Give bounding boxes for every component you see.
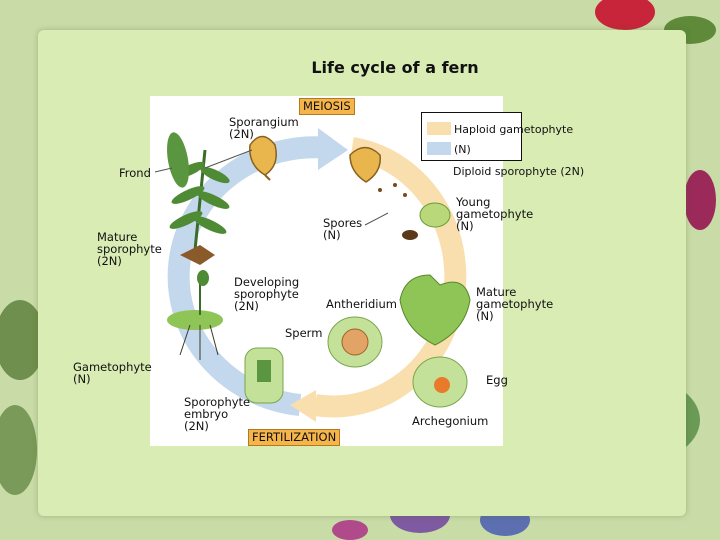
- sporophyte-embryo-label: Sporophyte embryo (2N): [184, 395, 251, 433]
- bg-palm: [0, 300, 45, 380]
- mature-gametophyte-icon: [399, 274, 471, 346]
- spores-label: Spores (N): [323, 216, 363, 242]
- antheridium-icon: [327, 316, 383, 368]
- young-gametophyte-label: Young gametophyte (N): [456, 195, 534, 233]
- sporangium-icon: [249, 135, 277, 181]
- egg-label: Egg: [486, 373, 508, 387]
- bg-flower-pink: [684, 170, 716, 230]
- young-gametophyte-icon: [402, 202, 451, 240]
- spores-leader: [364, 212, 389, 226]
- bg-flower-red: [595, 0, 655, 30]
- bg-plant-bottom-left: [0, 405, 37, 495]
- frond-leader: [154, 167, 173, 173]
- fertilization-tag: FERTILIZATION: [248, 429, 341, 446]
- diploid-arrowhead: [318, 128, 348, 170]
- sporangium-leader: [204, 149, 253, 169]
- haploid-arrowhead: [290, 390, 316, 422]
- spore-release-icon: [349, 146, 407, 197]
- frond-label: Frond: [119, 166, 151, 180]
- developing-sporophyte-label: Developing sporophyte (2N): [234, 275, 300, 313]
- developing-sporophyte-icon: [167, 270, 223, 360]
- slide-title: Life cycle of a fern: [311, 58, 479, 77]
- legend-haploid-n-label: (N): [454, 143, 471, 156]
- sperm-label: Sperm: [285, 326, 323, 340]
- haploid-swatch: [427, 122, 451, 135]
- archegonium-label: Archegonium: [412, 414, 489, 428]
- legend-haploid-label: Haploid gametophyte: [454, 123, 574, 136]
- archegonium-icon: [412, 356, 468, 408]
- diploid-swatch: [427, 142, 451, 155]
- sporophyte-embryo-icon: [244, 347, 284, 404]
- gametophyte-label: Gametophyte (N): [73, 360, 152, 386]
- mature-sporophyte-label: Mature sporophyte (2N): [97, 230, 162, 268]
- legend: Haploid gametophyte (N): [421, 112, 573, 161]
- fern-plant-icon: [167, 132, 230, 265]
- bg-flower-magenta: [332, 520, 368, 540]
- antheridium-label: Antheridium: [326, 297, 397, 311]
- sporangium-label: Sporangium (2N): [229, 115, 299, 141]
- legend-diploid-label: Diploid sporophyte (2N): [453, 165, 585, 178]
- meiosis-tag: MEIOSIS: [299, 98, 355, 115]
- mature-gametophyte-label: Mature gametophyte (N): [476, 285, 554, 323]
